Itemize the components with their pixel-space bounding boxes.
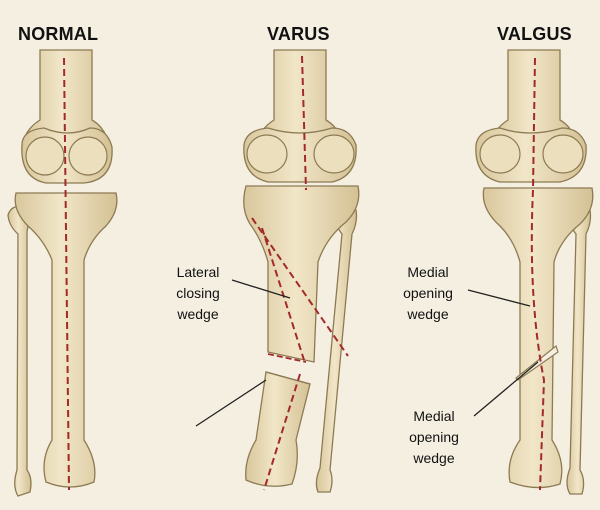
varus-tibia-lower bbox=[245, 371, 311, 487]
valgus-lower-leader-line bbox=[473, 361, 539, 417]
label-line: Lateral bbox=[176, 264, 220, 280]
label-line: wedge bbox=[413, 450, 455, 466]
label-line: closing bbox=[176, 285, 220, 301]
varus-osteotomy-line bbox=[251, 217, 349, 357]
varus-wedge-cut bbox=[265, 371, 311, 385]
label-line: wedge bbox=[177, 306, 219, 322]
varus-title: VARUS bbox=[267, 24, 330, 44]
label-line: Medial bbox=[407, 264, 449, 280]
valgus-mechanical-axis bbox=[530, 57, 546, 491]
normal-title: NORMAL bbox=[18, 24, 99, 44]
varus-wedge-label: Lateral closing wedge bbox=[160, 262, 236, 325]
label-line: opening bbox=[409, 429, 459, 445]
varus-lower-leader-line bbox=[195, 379, 267, 427]
valgus-upper-leader-line bbox=[467, 289, 531, 307]
label-line: Medial bbox=[413, 408, 455, 424]
varus-mechanical-axis bbox=[301, 55, 307, 191]
varus-wedge-cut bbox=[267, 353, 307, 363]
varus-leader-line bbox=[231, 279, 291, 299]
varus-lower-axis bbox=[263, 373, 301, 491]
valgus-upper-wedge-label: Medial opening wedge bbox=[388, 262, 468, 325]
varus-tibial-axis bbox=[261, 227, 305, 361]
valgus-leg bbox=[467, 49, 594, 495]
label-line: wedge bbox=[407, 306, 449, 322]
normal-leg bbox=[7, 49, 118, 497]
normal-fibula bbox=[7, 205, 32, 497]
normal-mechanical-axis bbox=[63, 57, 70, 491]
valgus-title: VALGUS bbox=[497, 24, 572, 44]
valgus-lower-wedge-label: Medial opening wedge bbox=[394, 406, 474, 469]
normal-tibia bbox=[14, 192, 118, 488]
valgus-fibula bbox=[566, 205, 592, 495]
varus-leg bbox=[195, 49, 360, 493]
varus-tibia-upper bbox=[243, 185, 360, 363]
label-line: opening bbox=[403, 285, 453, 301]
